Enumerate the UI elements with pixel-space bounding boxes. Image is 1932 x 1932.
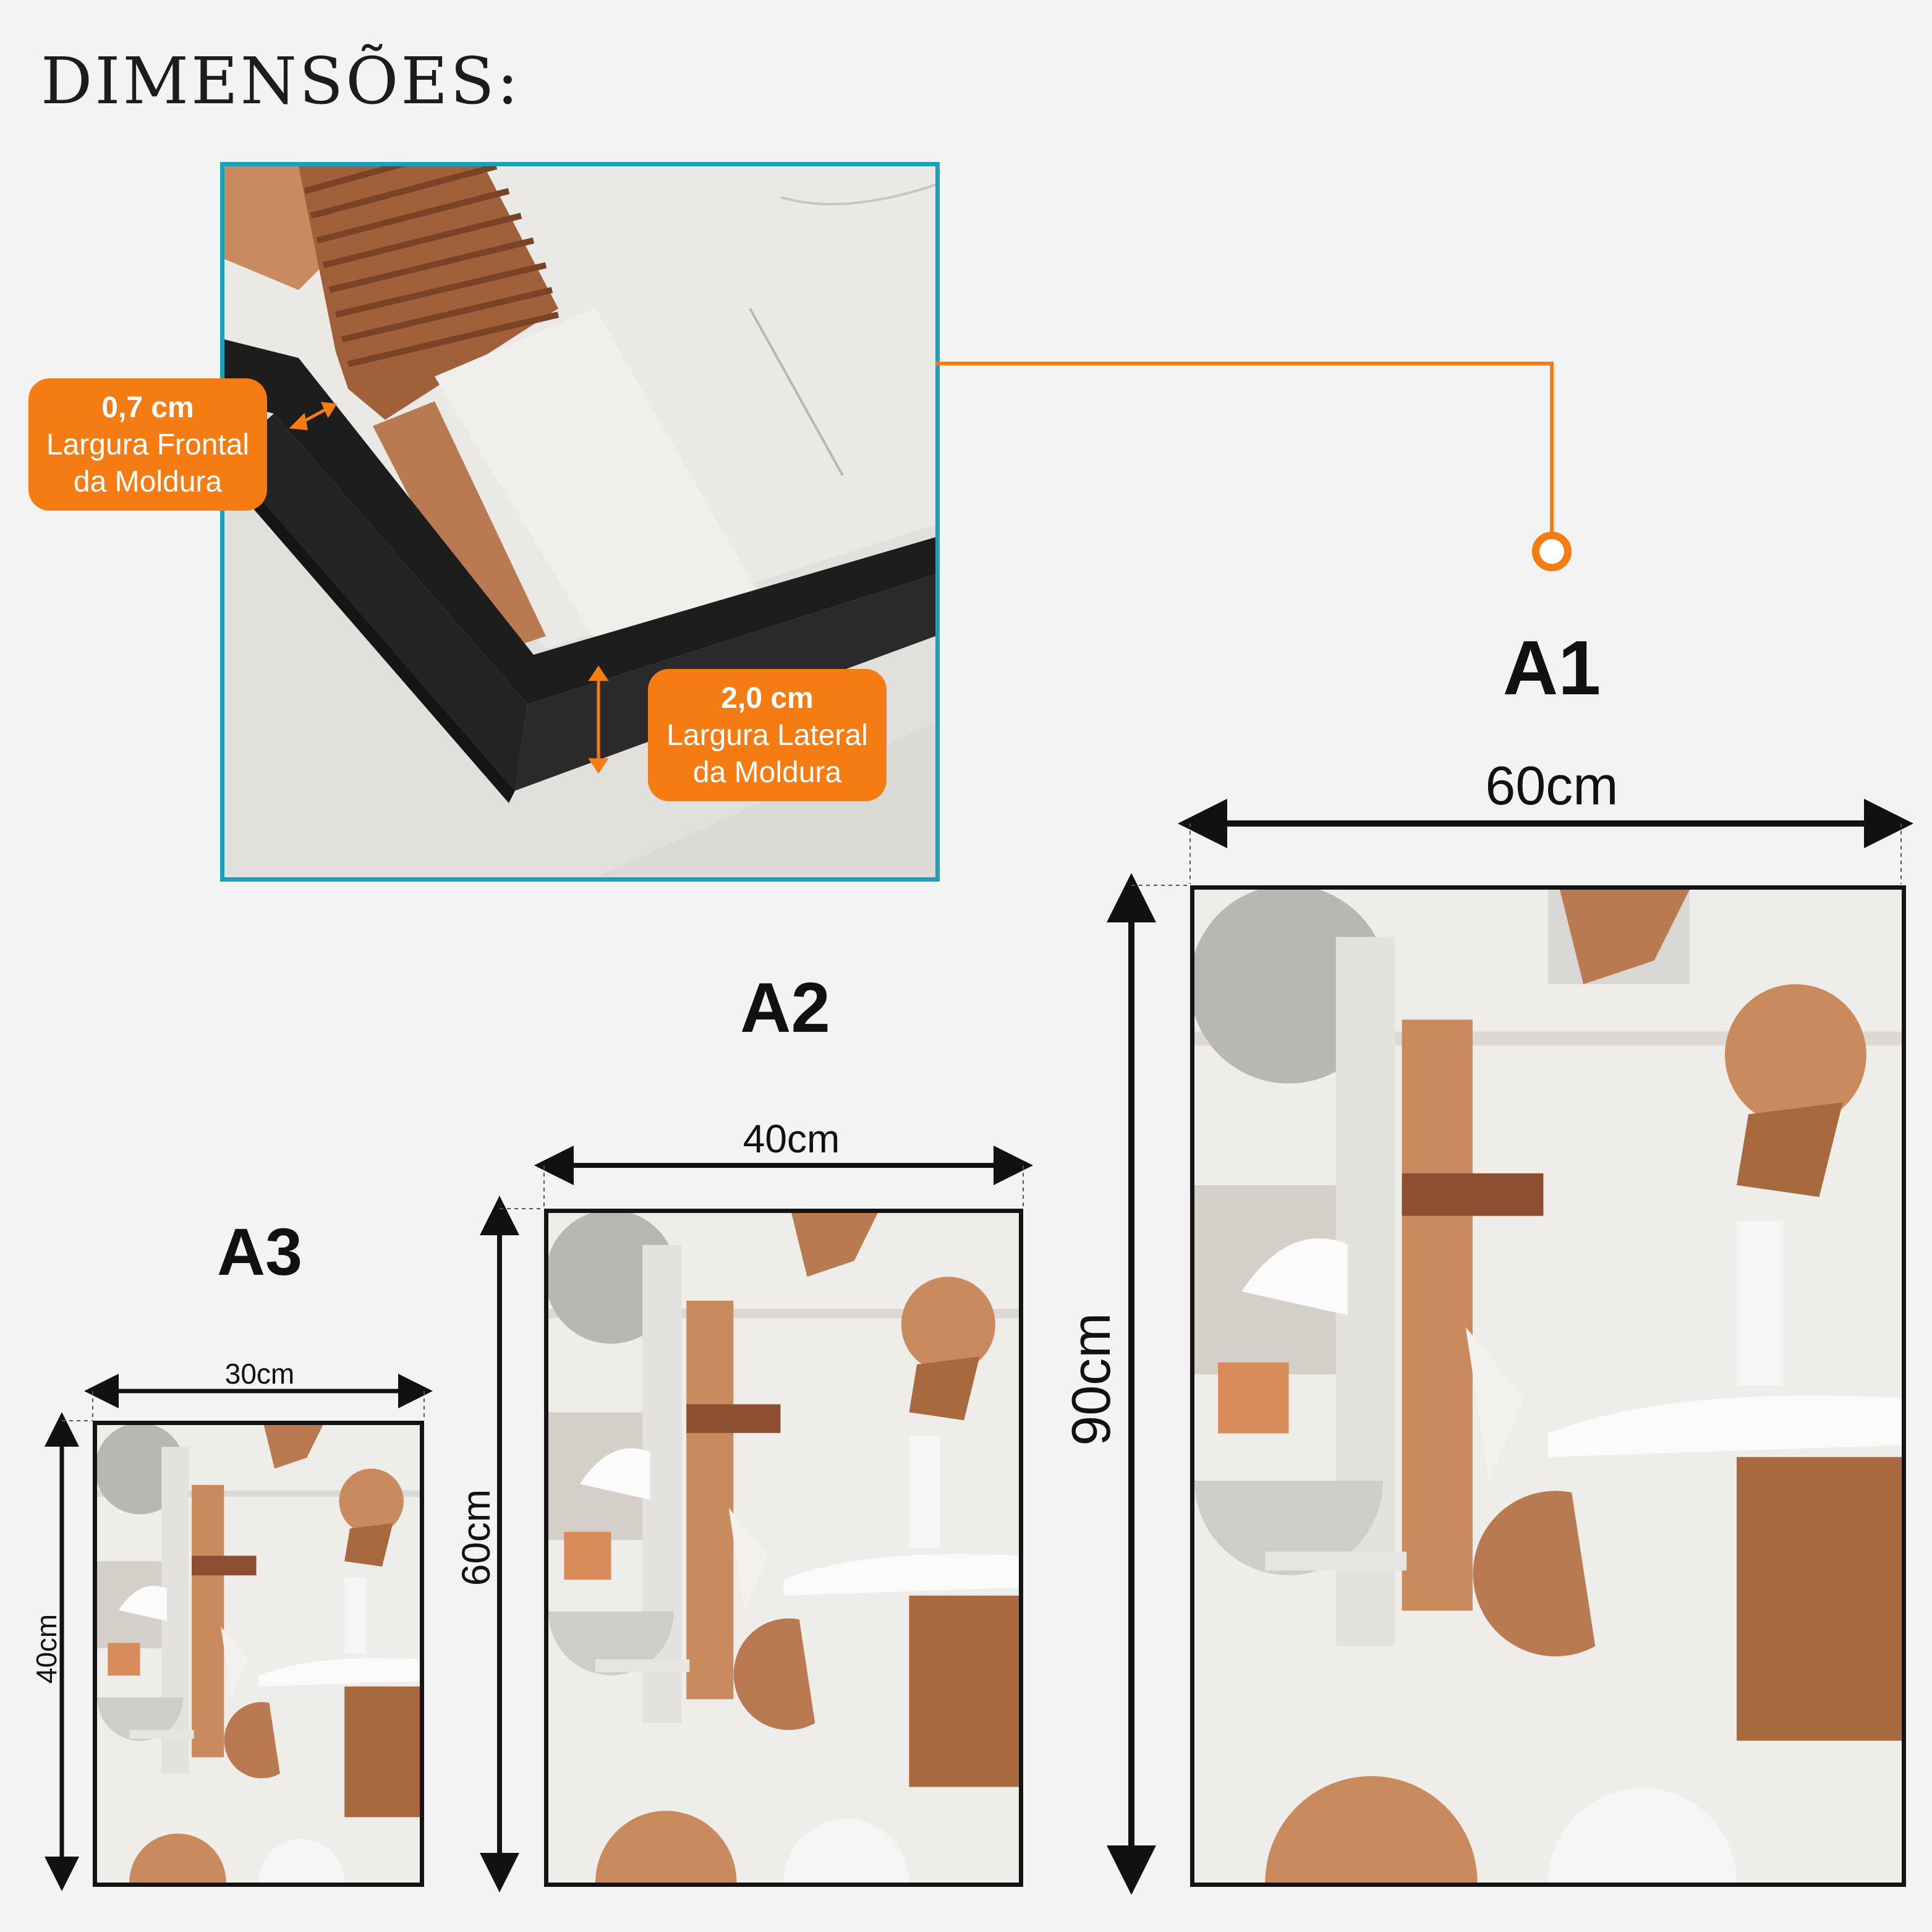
artwork-a2 (544, 1209, 1023, 1887)
artwork-a1 (1190, 885, 1906, 1887)
page-title: DIMENSÕES: (41, 43, 521, 119)
side-width-value: 2,0 cm (721, 682, 814, 715)
size-label-a3: A3 (216, 1214, 303, 1289)
side-width-label-line1: Largura Lateral (666, 719, 868, 752)
size-label-a2: A2 (740, 969, 830, 1047)
a2-height-text: 60cm (454, 1489, 498, 1586)
size-label-a1: A1 (1502, 626, 1601, 711)
front-width-label-line2: da Moldura (73, 466, 223, 498)
a2-width-text: 40cm (743, 1117, 840, 1161)
a3-width-text: 30cm (224, 1358, 295, 1390)
front-width-badge: 0,7 cm Largura Frontal da Moldura (28, 378, 267, 511)
front-width-value: 0,7 cm (101, 391, 194, 424)
side-width-label-line2: da Moldura (692, 756, 842, 789)
a1-width-text: 60cm (1485, 755, 1619, 816)
side-width-badge: 2,0 cm Largura Lateral da Moldura (648, 669, 887, 801)
a3-height-text: 40cm (30, 1614, 62, 1684)
front-width-label-line1: Largura Frontal (46, 428, 250, 461)
artwork-a3 (93, 1421, 424, 1887)
a1-height-text: 90cm (1060, 1313, 1121, 1446)
